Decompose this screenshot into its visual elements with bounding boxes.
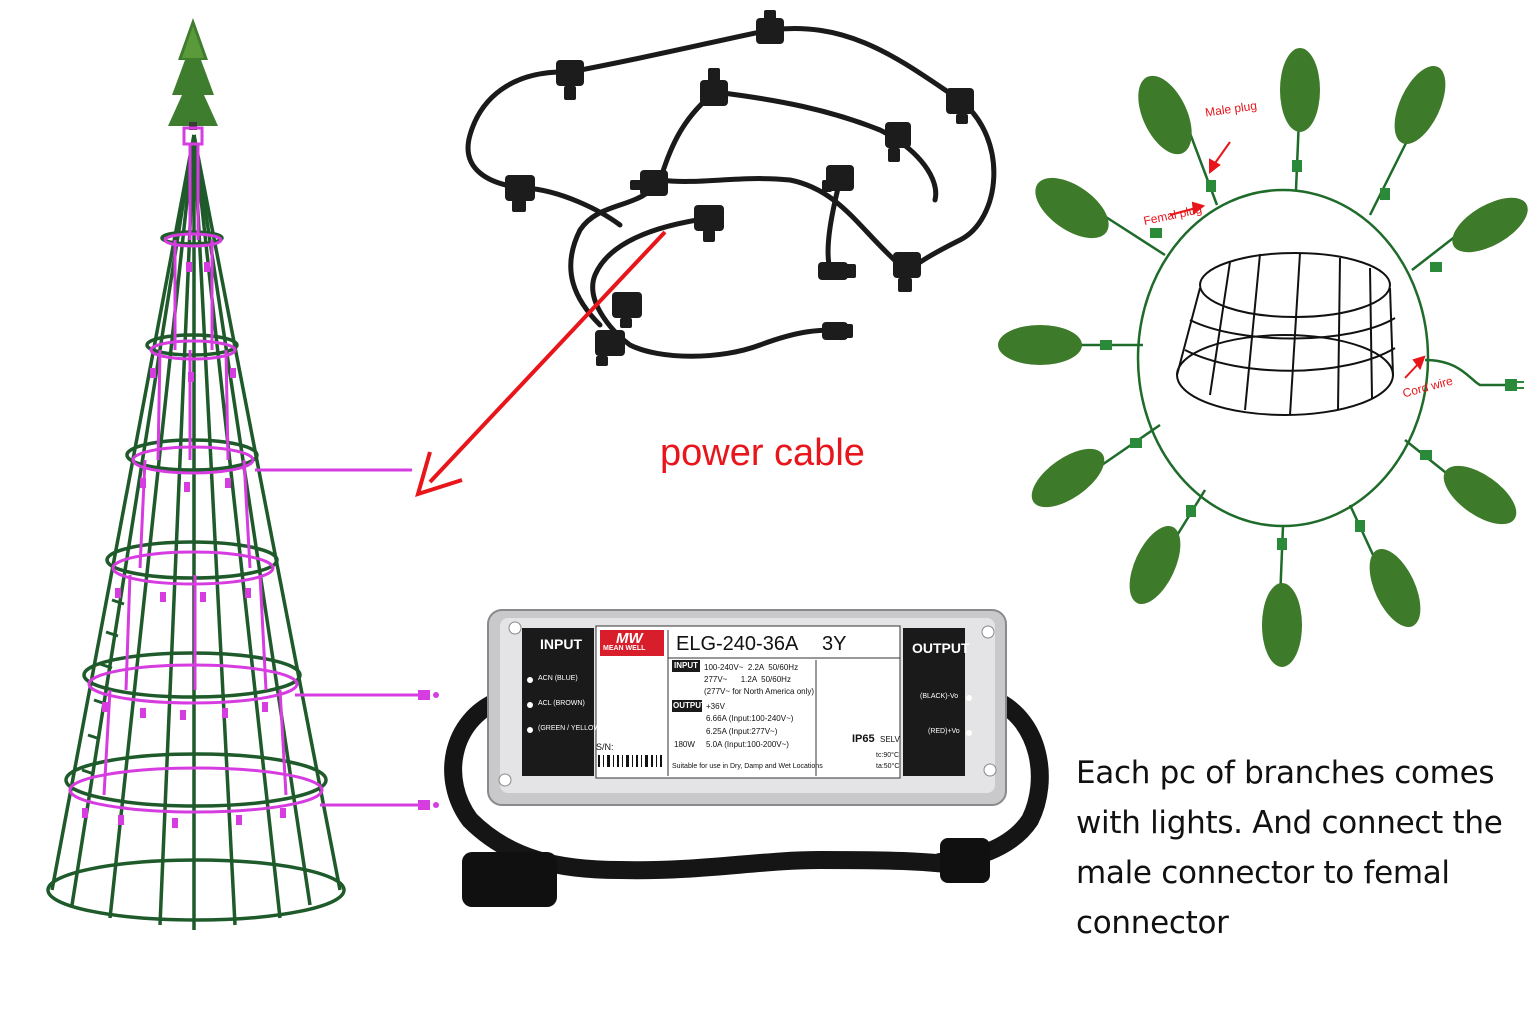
ps-output-header: OUTPUT	[912, 640, 970, 656]
ps-input-terminal-1: ACN (BLUE)	[538, 675, 578, 682]
t-connector-icon	[505, 10, 974, 366]
ps-temp-1: tc:90°C	[876, 752, 900, 759]
ps-model-suffix: 3Y	[822, 633, 847, 655]
ps-model: ELG-240-36A	[676, 633, 799, 655]
ps-output-tag: OUTPUT	[673, 701, 706, 710]
ps-spec-1: 100-240V~ 2.2A 50/60Hz	[704, 663, 799, 672]
ps-spec-7: 5.0A (Input:100-200V~)	[706, 740, 789, 749]
ps-brand-sub: MEAN WELL	[603, 645, 646, 652]
ps-spec-2: 277V~ 1.2A 50/60Hz	[704, 675, 791, 684]
ps-temp-2: ta:50°C	[876, 763, 900, 770]
ps-input-header: INPUT	[540, 636, 582, 652]
ps-spec-3: (277V~ for North America only)	[704, 687, 815, 696]
ps-input-terminal-2: ACL (BROWN)	[538, 700, 585, 707]
ps-input-tag: INPUT	[674, 661, 698, 670]
tree-topper-icon	[168, 18, 218, 130]
ps-spec-5: 6.66A (Input:100-240V~)	[706, 714, 794, 723]
ps-spec-6: 6.25A (Input:277V~)	[706, 727, 778, 736]
ps-suitable: Suitable for use in Dry, Damp and Wet Lo…	[672, 763, 823, 770]
ps-ip-rating: IP65	[852, 733, 875, 745]
ps-input-terminal-3: (GREEN / YELLOW)	[538, 725, 603, 732]
power-cable-label: power cable	[660, 432, 865, 474]
pine-branch-icon	[998, 48, 1528, 667]
description-text: Each pc of branches comes with lights. A…	[1076, 755, 1503, 941]
ps-selv: SELV	[880, 735, 900, 744]
ps-output-terminal-1: (BLACK)-Vo	[920, 693, 959, 700]
red-pointer-arrow	[415, 230, 667, 498]
ps-spec-8: 180W	[674, 740, 695, 749]
ps-output-terminal-2: (RED)+Vo	[928, 728, 960, 735]
ps-sn: S/N:	[596, 742, 614, 752]
tree-stand-basket-icon	[1176, 252, 1396, 416]
ps-spec-4: +36V	[706, 702, 725, 711]
ps-brand-logo: MW	[616, 630, 643, 647]
